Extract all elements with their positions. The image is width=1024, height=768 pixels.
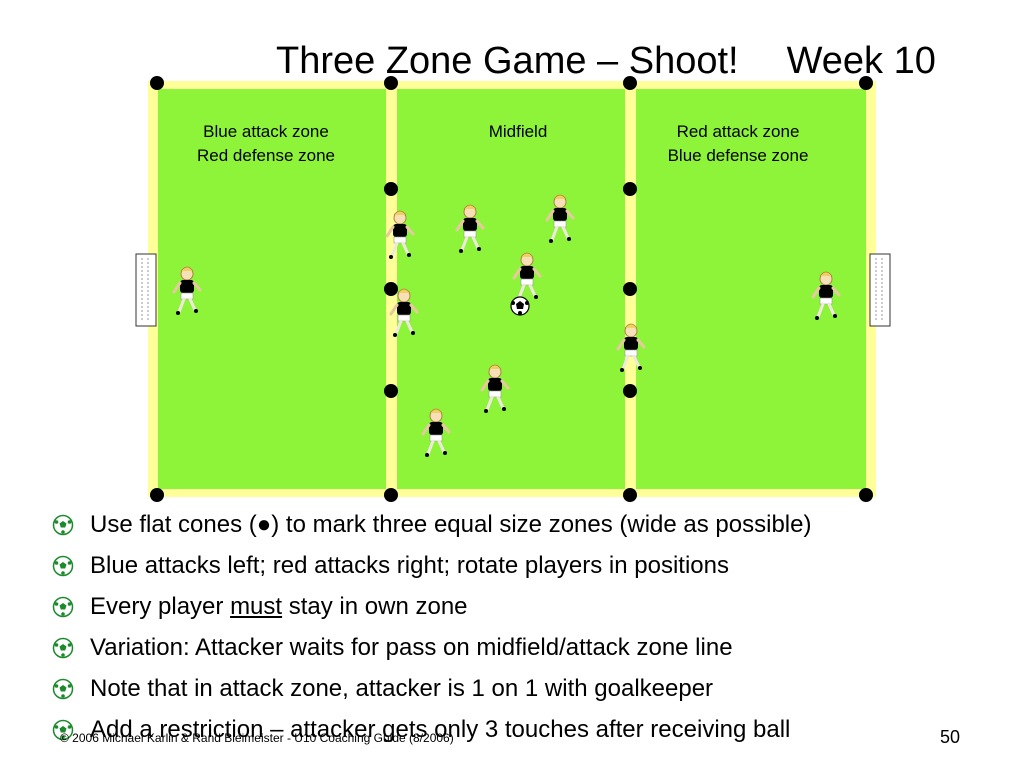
page-number: 50: [940, 727, 961, 747]
soccer-ball-icon: [510, 296, 530, 316]
zone-label-line: Red attack zone: [676, 122, 800, 141]
title-main: Three Zone Game – Shoot!: [276, 40, 739, 82]
cones: [150, 76, 873, 502]
soccer-ball-icon: [52, 514, 74, 535]
bullet-text: Every player must stay in own zone: [90, 592, 468, 622]
cone: [623, 282, 637, 296]
zone-label-left: Blue attack zone Red defense zone: [168, 120, 364, 168]
zone-label-line: Blue attack zone: [203, 122, 329, 141]
cone: [859, 76, 873, 90]
goal-right: [869, 253, 891, 327]
bullet-text: Blue attacks left; red attacks right; ro…: [90, 551, 729, 579]
cone: [859, 488, 873, 502]
cone: [623, 384, 637, 398]
bullet-text: Variation: Attacker waits for pass on mi…: [90, 633, 733, 661]
cone: [150, 488, 164, 502]
cone: [384, 182, 398, 196]
list-item: Add a restriction – attacker gets only 3…: [52, 709, 811, 750]
bullet-text: Note that in attack zone, attacker is 1 …: [90, 674, 714, 702]
text-segment: ) to mark three equal size zones (wide a…: [271, 510, 812, 538]
emphasis-text: must: [230, 592, 283, 620]
soccer-ball-icon: [52, 719, 74, 740]
soccer-ball-icon: [52, 637, 74, 658]
text-segment: Use flat cones (: [90, 510, 257, 538]
soccer-ball-icon: [52, 596, 74, 617]
goal-left: [135, 253, 157, 327]
cone: [150, 76, 164, 90]
bullet-text: Use flat cones (●) to mark three equal s…: [90, 510, 811, 540]
list-item: Every player must stay in own zone: [52, 586, 811, 627]
list-item: Blue attacks left; red attacks right; ro…: [52, 545, 811, 586]
cone: [384, 384, 398, 398]
copyright-footer: © 2006 Michael Karlin & Rand Bleimeister…: [60, 731, 454, 745]
zone-label-line: Red defense zone: [197, 146, 335, 165]
zone-label-line: Midfield: [488, 122, 548, 141]
cone: [384, 488, 398, 502]
cone: [623, 182, 637, 196]
slide-title: Three Zone Game – Shoot! Week 10: [276, 40, 936, 83]
zone-label-line: Blue defense zone: [667, 146, 809, 165]
list-item: Note that in attack zone, attacker is 1 …: [52, 668, 811, 709]
cone: [384, 76, 398, 90]
soccer-ball-icon: [52, 678, 74, 699]
zone-label-middle: Midfield: [420, 120, 616, 144]
cone: [384, 282, 398, 296]
cone-symbol: ●: [256, 510, 272, 538]
zone-left: [158, 89, 386, 489]
zone-label-right: Red attack zone Blue defense zone: [640, 120, 836, 168]
title-week: Week 10: [786, 40, 936, 82]
text-segment: Every player: [90, 592, 231, 620]
list-item: Variation: Attacker waits for pass on mi…: [52, 627, 811, 668]
bullet-list: Use flat cones (●) to mark three equal s…: [52, 504, 811, 750]
list-item: Use flat cones (●) to mark three equal s…: [52, 504, 811, 545]
bullet-text: Add a restriction – attacker gets only 3…: [90, 715, 791, 743]
text-segment: stay in own zone: [282, 592, 468, 620]
soccer-ball-icon: [52, 555, 74, 576]
cone: [623, 488, 637, 502]
cone: [623, 76, 637, 90]
